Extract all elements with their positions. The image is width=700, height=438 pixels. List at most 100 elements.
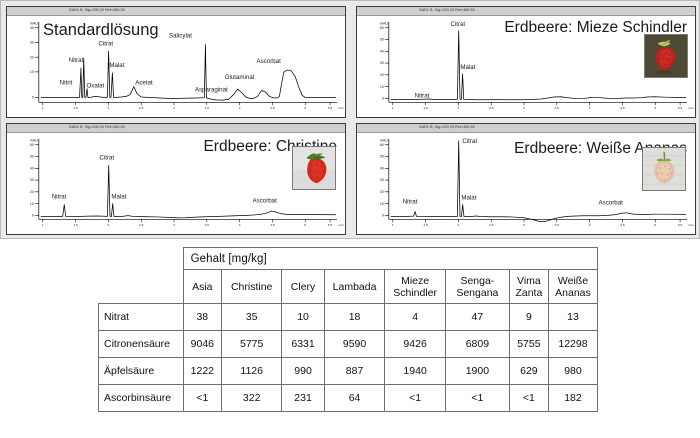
panel-titlebar-mieze-schindler: DAD1 B, Sig=200,20 Ref=360,50 — [357, 7, 695, 16]
cell-nitrat-weisse: 13 — [547, 303, 599, 331]
column-header-asia: Asia — [182, 269, 223, 304]
svg-text:mAU: mAU — [380, 138, 388, 142]
svg-text:50: 50 — [380, 155, 384, 159]
svg-text:40: 40 — [380, 166, 384, 170]
svg-text:4.5: 4.5 — [620, 106, 625, 110]
row-label-citronensaeure: Citronensäure — [98, 330, 184, 358]
cell-nitrat-vima: 9 — [508, 303, 549, 331]
svg-text:3.5: 3.5 — [555, 106, 560, 110]
cell-citronensaeure-asia: 9046 — [182, 330, 223, 358]
cell-aepfelsaeure-lambada: 887 — [323, 357, 386, 385]
svg-text:Nitrat: Nitrat — [52, 194, 67, 201]
cell-nitrat-senga: 47 — [444, 303, 510, 331]
svg-text:30: 30 — [380, 61, 384, 65]
column-header-senga-line2: Sengana — [456, 286, 499, 299]
svg-text:4: 4 — [589, 106, 591, 110]
svg-text:2: 2 — [458, 106, 460, 110]
svg-text:2: 2 — [108, 223, 110, 227]
svg-text:Citrat: Citrat — [462, 138, 477, 145]
svg-text:10: 10 — [30, 70, 34, 74]
svg-text:Nitrit: Nitrit — [60, 80, 73, 87]
row-label-aepfelsaeure: Äpfelsäure — [98, 357, 184, 385]
svg-text:Nitrat: Nitrat — [69, 57, 84, 64]
svg-text:0: 0 — [382, 214, 384, 218]
svg-text:10: 10 — [380, 202, 384, 206]
svg-text:4.5: 4.5 — [620, 223, 625, 227]
svg-text:4.5: 4.5 — [270, 223, 275, 227]
panel-title-mieze-schindler: Erdbeere: Mieze Schindler — [504, 19, 687, 36]
svg-text:0: 0 — [32, 214, 34, 218]
table-caption: Gehalt [mg/kg] — [182, 247, 599, 270]
svg-text:Malat: Malat — [111, 194, 126, 201]
cell-ascorbinsaeure-senga: <1 — [444, 384, 510, 412]
panel-meta-christine: DAD1 B, Sig=200,20 Ref=360,50 — [69, 125, 125, 129]
cell-citronensaeure-vima: 5755 — [508, 330, 549, 358]
cell-aepfelsaeure-senga: 1900 — [444, 357, 510, 385]
column-header-christine-label: Christine — [230, 280, 273, 293]
cell-ascorbinsaeure-lambada: 64 — [323, 384, 386, 412]
cell-citronensaeure-christine: 5775 — [221, 330, 283, 358]
svg-text:Acetat: Acetat — [135, 80, 153, 87]
svg-text:Glutaminat: Glutaminat — [225, 74, 255, 81]
svg-text:1.5: 1.5 — [423, 223, 428, 227]
svg-text:3.5: 3.5 — [555, 223, 560, 227]
svg-text:30: 30 — [30, 41, 34, 45]
svg-text:3: 3 — [173, 106, 175, 110]
svg-text:Malat: Malat — [460, 64, 475, 71]
svg-text:1.5: 1.5 — [423, 106, 428, 110]
cell-nitrat-mieze: 4 — [384, 303, 446, 331]
berry-illustration-weisse-ananas — [643, 148, 685, 190]
svg-text:1.5: 1.5 — [73, 106, 78, 110]
column-header-weisse-line1: Weiße — [557, 274, 589, 287]
svg-text:60: 60 — [380, 143, 384, 147]
svg-text:Asparaginat: Asparaginat — [195, 87, 228, 94]
column-header-christine: Christine — [221, 269, 283, 304]
svg-text:3.5: 3.5 — [205, 223, 210, 227]
svg-text:2.5: 2.5 — [489, 106, 494, 110]
cell-nitrat-lambada: 18 — [323, 303, 386, 331]
cell-aepfelsaeure-weisse: 980 — [547, 357, 599, 385]
cell-citronensaeure-weisse: 12298 — [547, 330, 599, 358]
svg-text:mAU: mAU — [380, 21, 388, 25]
cell-aepfelsaeure-asia: 1222 — [182, 357, 223, 385]
svg-text:5.5: 5.5 — [328, 223, 333, 227]
chromatogram-panel-weisse-ananas: DAD1 B, Sig=200,20 Ref=360,50 6 — [356, 123, 696, 235]
strawberry-thumbnail-weisse-ananas — [642, 147, 686, 191]
svg-text:60: 60 — [380, 26, 384, 30]
svg-text:30: 30 — [380, 178, 384, 182]
column-header-weisse-ananas: Weiße Ananas — [547, 269, 599, 304]
svg-text:2.5: 2.5 — [489, 223, 494, 227]
svg-text:10: 10 — [30, 202, 34, 206]
table-header-row: Asia Christine Clery Lambada Mieze Schin… — [99, 269, 599, 304]
column-header-vima-line2: Zanta — [515, 286, 543, 299]
svg-text:Nitrat: Nitrat — [403, 199, 418, 206]
svg-text:1: 1 — [42, 106, 44, 110]
cell-nitrat-clery: 10 — [281, 303, 325, 331]
column-header-mieze-schindler: Mieze Schindler — [384, 269, 446, 304]
results-table: Gehalt [mg/kg] Asia Christine Clery Lamb… — [98, 247, 599, 412]
cell-ascorbinsaeure-christine: 322 — [221, 384, 283, 412]
cell-citronensaeure-mieze: 9426 — [384, 330, 446, 358]
svg-text:0: 0 — [32, 96, 34, 100]
svg-text:Ascorbat: Ascorbat — [599, 200, 624, 207]
svg-text:5.5: 5.5 — [678, 223, 683, 227]
svg-text:30: 30 — [30, 178, 34, 182]
cell-aepfelsaeure-vima: 629 — [508, 357, 549, 385]
column-header-mieze-line2: Schindler — [393, 286, 437, 299]
svg-text:1: 1 — [42, 223, 44, 227]
column-header-clery: Clery — [281, 269, 325, 304]
svg-text:40: 40 — [30, 166, 34, 170]
svg-text:3.5: 3.5 — [205, 106, 210, 110]
svg-text:40: 40 — [380, 49, 384, 53]
column-header-lambada-label: Lambada — [332, 280, 377, 293]
svg-text:min: min — [338, 106, 343, 110]
svg-text:Citrat: Citrat — [98, 40, 113, 47]
cell-aepfelsaeure-clery: 990 — [281, 357, 325, 385]
svg-text:5.5: 5.5 — [328, 106, 333, 110]
svg-text:60: 60 — [30, 143, 34, 147]
